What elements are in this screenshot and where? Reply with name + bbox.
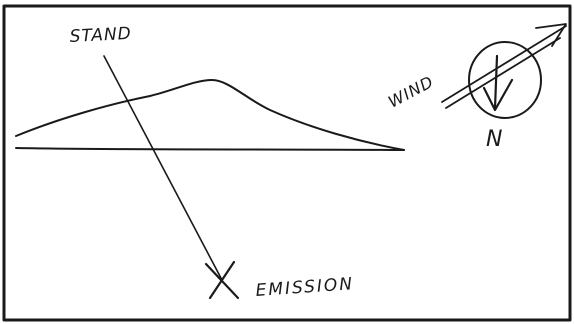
north-arrow-icon [482, 54, 514, 112]
wind-label: WIND [385, 72, 437, 112]
hill-outline [15, 79, 405, 151]
compass-circle [468, 41, 542, 119]
sight-line [103, 55, 223, 281]
emission-marker [204, 260, 240, 300]
emission-label: EMISSION [255, 274, 355, 301]
north-label: N [486, 127, 502, 152]
stand-label: STAND [69, 24, 132, 47]
ground-line [15, 147, 405, 151]
diagram-border [2, 4, 572, 322]
wind-arrow-icon [441, 23, 567, 109]
